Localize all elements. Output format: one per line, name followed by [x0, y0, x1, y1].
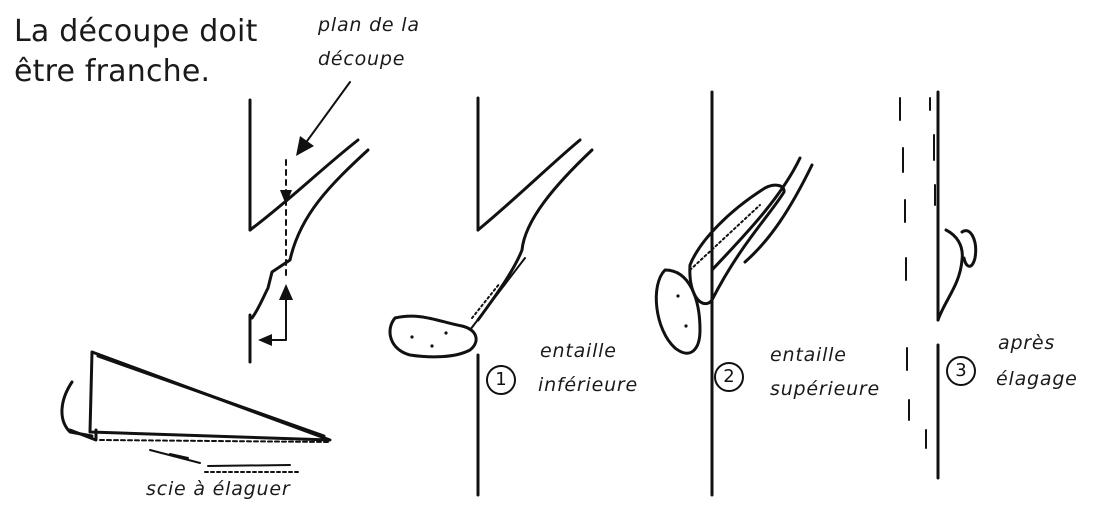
- branch-lower-edge: [252, 150, 368, 318]
- stub2-end: [656, 270, 700, 353]
- saw-detail-2: [208, 465, 290, 466]
- cut1-marks: [472, 283, 500, 318]
- step-1-label-line-1: entaille: [540, 340, 617, 362]
- branch2-lower: [745, 165, 812, 262]
- saw-detail-1: [150, 450, 200, 463]
- step-1-number: 1: [486, 365, 516, 395]
- stub1-edge: [470, 258, 525, 330]
- saw-handle: [62, 382, 92, 436]
- step-3-number: 3: [946, 356, 976, 386]
- branch1-lower: [478, 150, 592, 320]
- cut-plane-pointer-head: [296, 136, 314, 156]
- stub1: [390, 316, 476, 357]
- step-3-drawing: [900, 92, 976, 478]
- wound3: [962, 231, 976, 267]
- branch-upper-edge: [250, 140, 358, 230]
- step-2-drawing: [656, 92, 812, 495]
- cut-plane-pointer: [302, 82, 350, 148]
- saw-frame-inner: [98, 356, 324, 436]
- step-3-label-line-2: élagage: [996, 368, 1078, 390]
- collar3: [938, 230, 962, 320]
- saw-label: scie à élaguer: [146, 478, 290, 500]
- step-3-label-line-1: après: [998, 332, 1055, 354]
- cut-plane-detail: [250, 82, 368, 362]
- step-2-label-line-1: entaille: [770, 344, 847, 366]
- cut-arrow-up: [279, 284, 293, 300]
- step-2-number: 2: [714, 362, 744, 392]
- trunk3-dashed-outline: [900, 98, 935, 448]
- branch1-upper: [478, 140, 580, 230]
- step-1-label-line-2: inférieure: [538, 374, 638, 396]
- cut-arrow-left: [258, 334, 272, 346]
- step-1-drawing: [390, 98, 592, 495]
- step-2-label-line-2: supérieure: [770, 378, 880, 400]
- pruning-saw-drawing: [62, 352, 330, 472]
